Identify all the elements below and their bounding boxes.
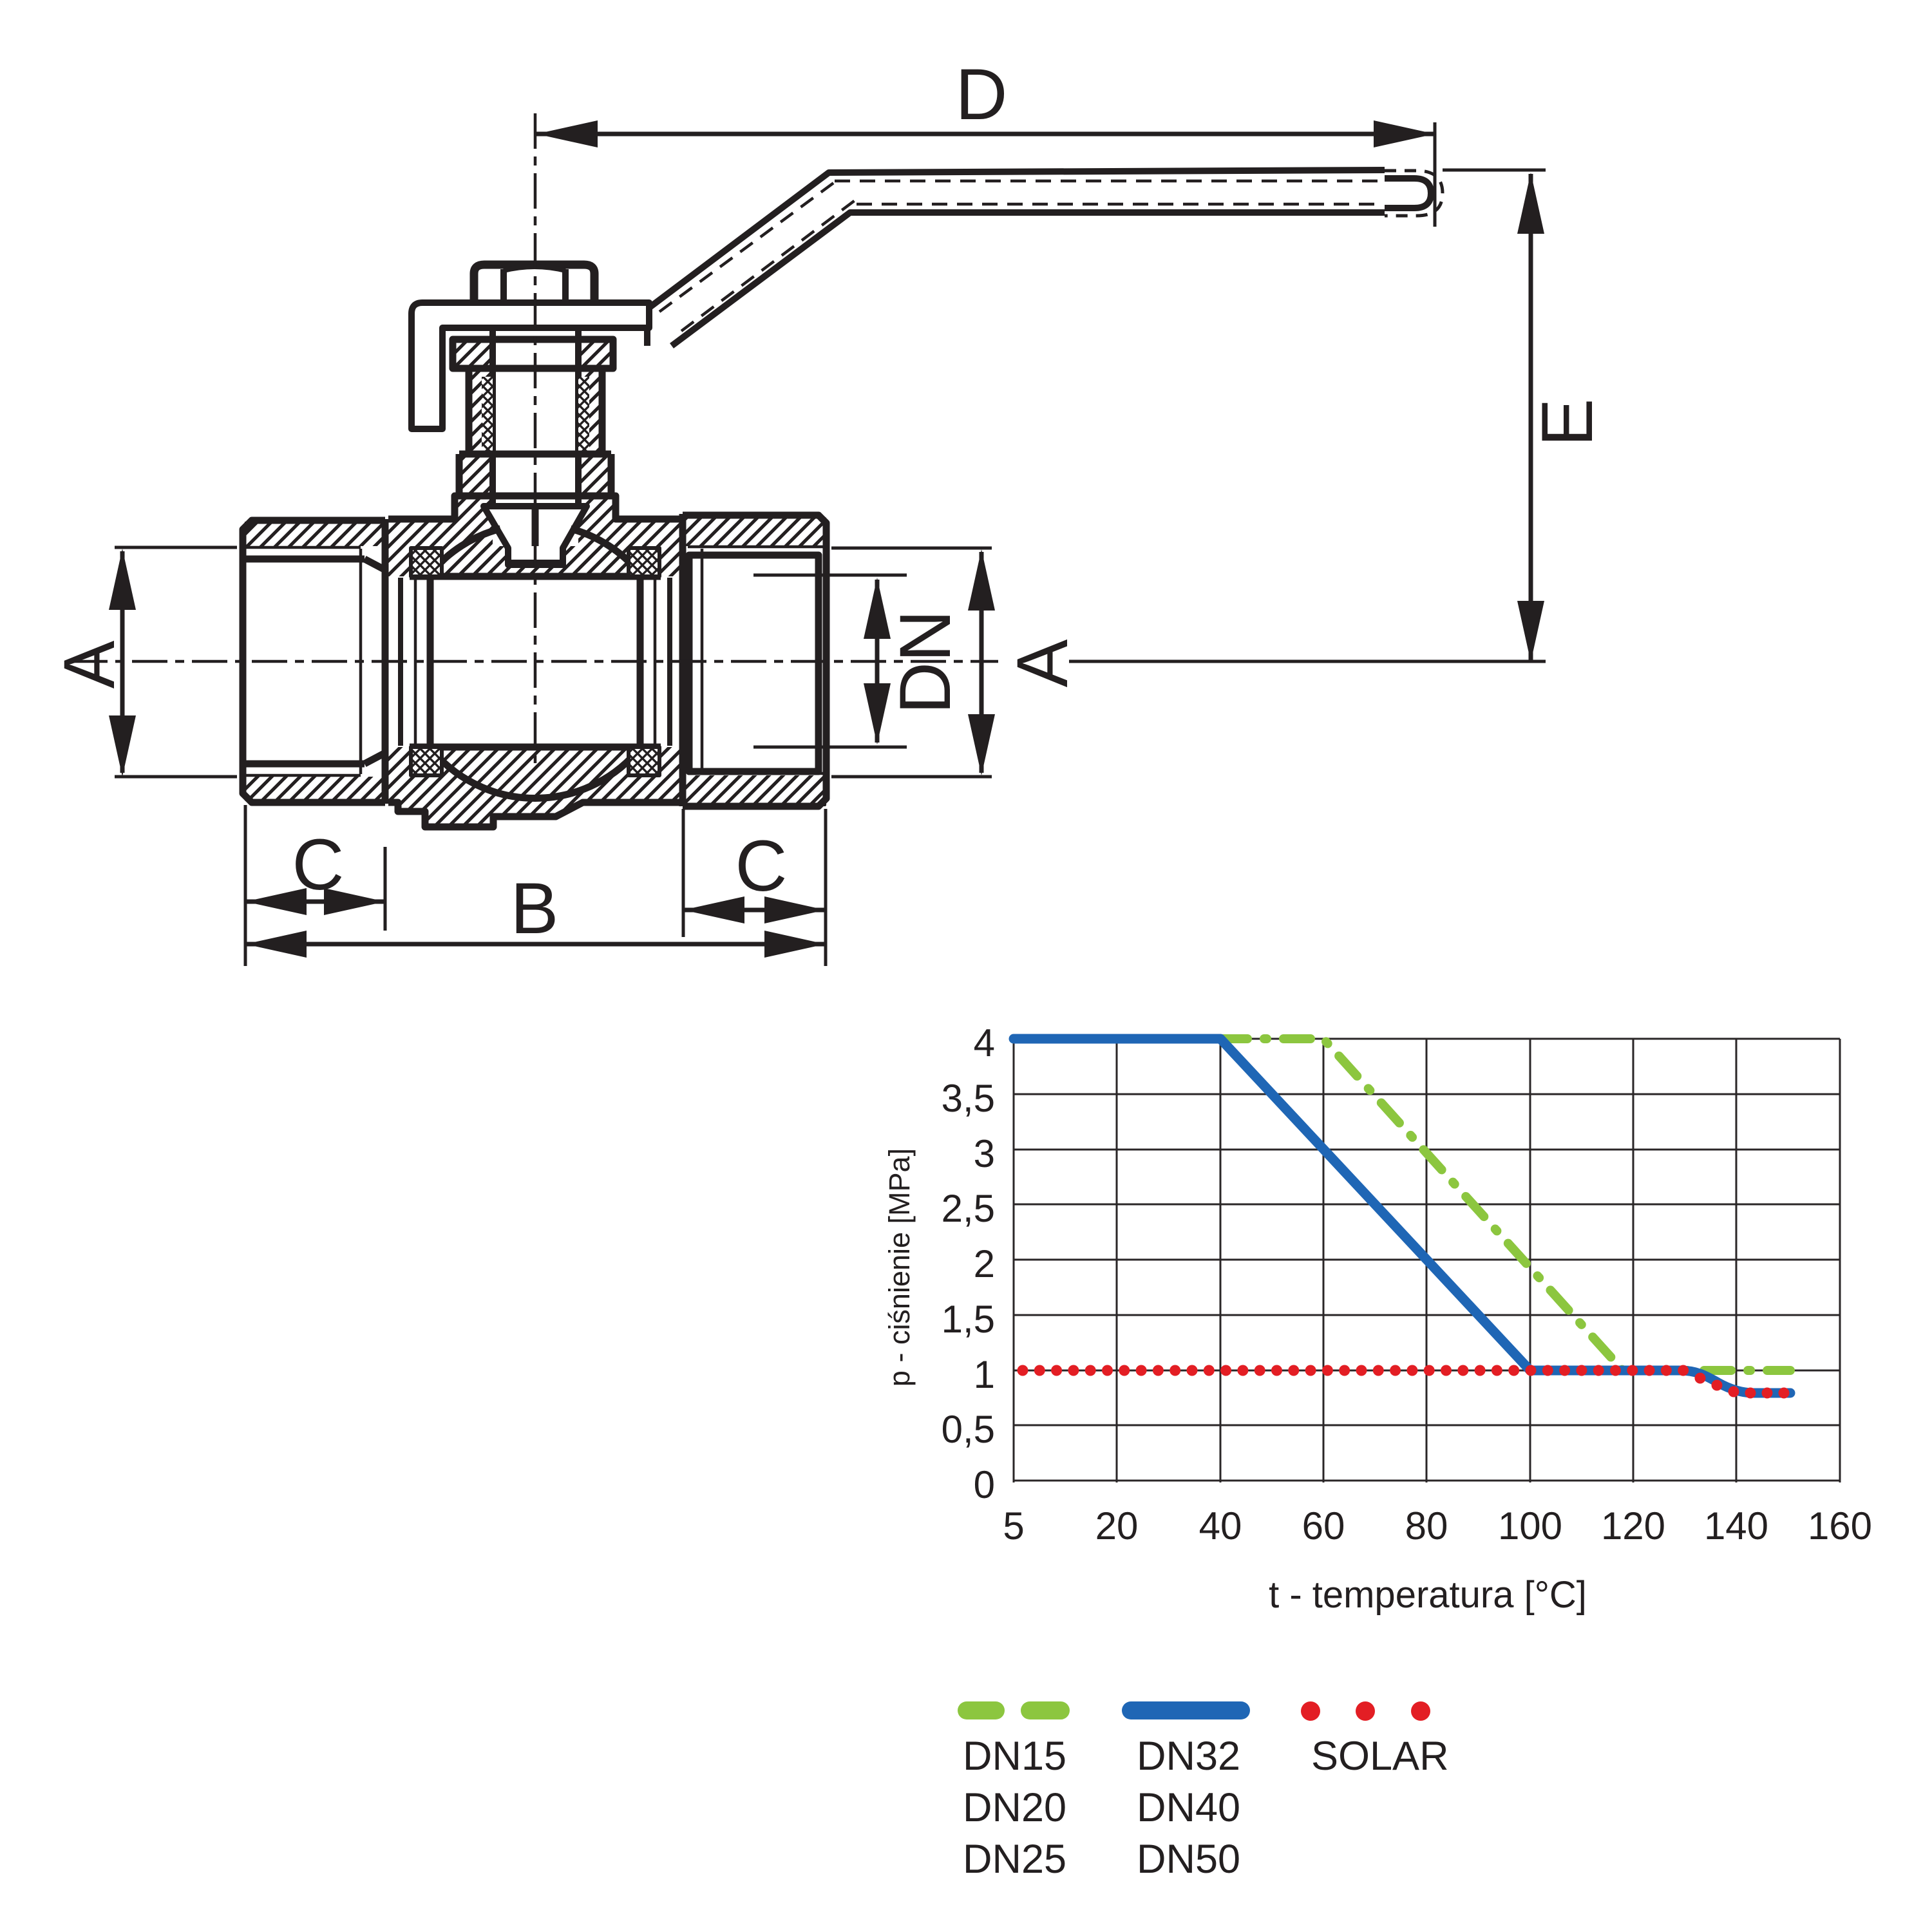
svg-text:0,5: 0,5 (942, 1408, 995, 1451)
svg-text:60: 60 (1302, 1504, 1345, 1548)
svg-text:2,5: 2,5 (942, 1187, 995, 1230)
svg-text:5: 5 (1003, 1504, 1024, 1548)
svg-text:DN40: DN40 (1137, 1785, 1240, 1830)
svg-text:40: 40 (1199, 1504, 1242, 1548)
svg-text:4: 4 (974, 1021, 995, 1065)
svg-text:DN20: DN20 (963, 1785, 1066, 1830)
svg-text:SOLAR: SOLAR (1311, 1734, 1449, 1779)
svg-text:140: 140 (1704, 1504, 1768, 1548)
svg-text:D: D (956, 54, 1008, 135)
svg-text:100: 100 (1498, 1504, 1562, 1548)
svg-text:E: E (1527, 399, 1607, 447)
svg-text:C: C (292, 824, 345, 905)
svg-text:80: 80 (1405, 1504, 1448, 1548)
svg-text:20: 20 (1095, 1504, 1139, 1548)
svg-text:3,5: 3,5 (942, 1077, 995, 1120)
svg-text:DN32: DN32 (1137, 1734, 1240, 1779)
svg-text:160: 160 (1808, 1504, 1872, 1548)
svg-text:0: 0 (974, 1463, 995, 1506)
svg-text:B: B (511, 868, 559, 949)
svg-text:DN15: DN15 (963, 1734, 1066, 1779)
svg-text:A: A (1002, 639, 1083, 687)
svg-text:t - temperatura [°C]: t - temperatura [°C] (1269, 1574, 1587, 1616)
svg-text:120: 120 (1601, 1504, 1665, 1548)
svg-text:1,5: 1,5 (942, 1298, 995, 1341)
svg-text:DN50: DN50 (1137, 1837, 1240, 1882)
svg-text:DN: DN (885, 610, 965, 714)
svg-text:A: A (49, 640, 129, 688)
svg-text:C: C (735, 826, 788, 906)
svg-text:2: 2 (974, 1242, 995, 1285)
svg-text:3: 3 (974, 1132, 995, 1175)
svg-text:1: 1 (974, 1353, 995, 1396)
svg-text:p - ciśnienie [MPa]: p - ciśnienie [MPa] (883, 1148, 916, 1387)
svg-text:DN25: DN25 (963, 1837, 1066, 1882)
